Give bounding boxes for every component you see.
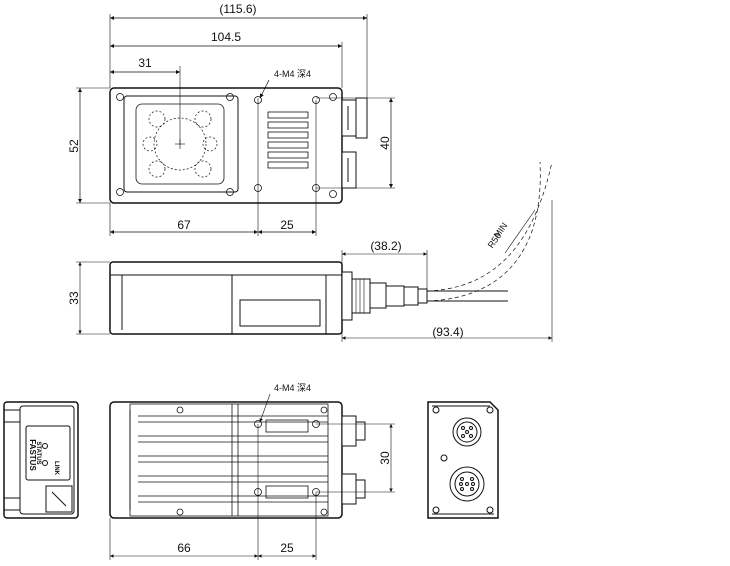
- side-cable: [426, 161, 553, 302]
- side-view: [76, 161, 553, 342]
- side-dimension-lines: [76, 200, 553, 342]
- lens-inner-frame: [135, 103, 225, 185]
- side-connector: [341, 271, 428, 321]
- bottom-dim-hole-x1: 66: [177, 541, 191, 555]
- dim-overall-with-connector: (115.6): [219, 2, 256, 16]
- mounting-holes-top: [254, 96, 320, 192]
- top-view-body: [109, 87, 343, 204]
- brand-logo: FASTUS: [28, 439, 37, 471]
- connector-m12-upper: [452, 417, 482, 447]
- bottom-dimension-lines: [109, 393, 395, 560]
- left-end-view: [3, 401, 79, 519]
- top-dimension-lines: [77, 15, 394, 235]
- left-end-view-labels: STATUS LINK FASTUS: [28, 439, 59, 475]
- top-view: [76, 14, 395, 236]
- bottom-dim-hole-spacing-vertical: 30: [378, 451, 392, 465]
- bottom-hole-note: 4-M4 深4: [274, 383, 311, 393]
- dim-hole-x1: 67: [177, 218, 191, 232]
- right-end-view: [427, 401, 499, 519]
- bottom-view-body: [109, 401, 343, 519]
- top-connectors: [341, 97, 368, 189]
- connector-m12-lower: [449, 466, 485, 502]
- top-vent-slots: [267, 111, 309, 169]
- hole-note: 4-M4 深4: [274, 69, 311, 79]
- mounting-holes-bottom: [176, 406, 328, 516]
- dim-lens-offset: 31: [138, 56, 152, 70]
- bottom-view: [109, 393, 395, 560]
- dim-cable-bend: (93.4): [432, 325, 463, 339]
- label-status: STATUS: [35, 441, 41, 464]
- dim-thickness: 33: [67, 291, 81, 305]
- dim-body-length: 104.5: [211, 30, 241, 44]
- lens-window: [123, 95, 239, 193]
- right-end-screw: [440, 454, 448, 462]
- top-corner-screws: [116, 93, 337, 198]
- top-extension-lines: [76, 14, 395, 236]
- dim-height: 52: [67, 139, 81, 153]
- bottom-heatsink-fins: [138, 404, 328, 516]
- bottom-dim-hole-pitch: 25: [280, 541, 294, 555]
- lens-leds: [142, 110, 218, 178]
- side-view-body: [109, 261, 343, 335]
- bottom-view-labels: 4-M4 深4 30 66 25: [177, 383, 392, 555]
- dim-hole-pitch: 25: [280, 218, 294, 232]
- dim-connector-length: (38.2): [370, 239, 401, 253]
- bottom-connectors: [341, 415, 366, 505]
- dim-hole-spacing-vertical: 40: [378, 136, 392, 150]
- top-view-labels: (115.6) 104.5 31 52 40 67 25 4-M4 深4: [67, 2, 392, 232]
- label-link: LINK: [53, 461, 59, 476]
